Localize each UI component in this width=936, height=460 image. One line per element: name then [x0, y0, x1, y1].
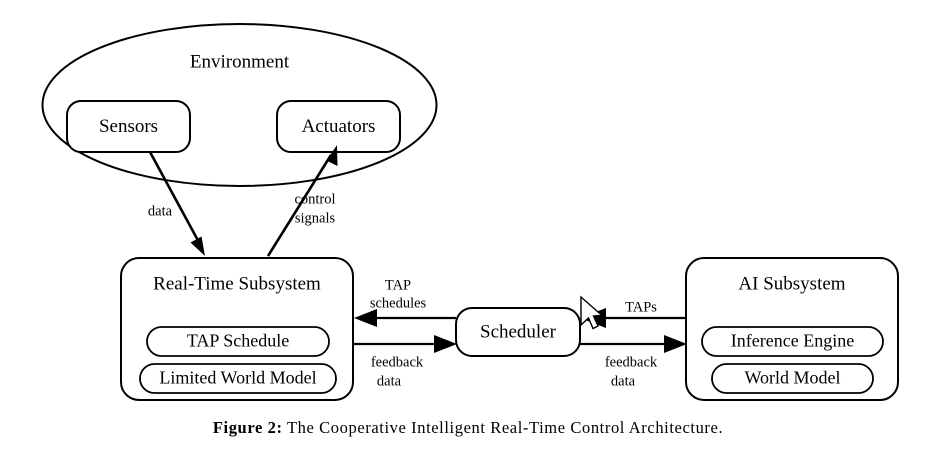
sensors-box[interactable]	[66, 100, 191, 153]
scheduler-box[interactable]	[455, 307, 581, 357]
edge-scheduler-to-ai[interactable]	[580, 335, 687, 353]
edge-rts-to-actuators[interactable]	[266, 145, 338, 257]
edge-label-schedules: schedules	[370, 295, 427, 311]
ai-subsystem-label: AI Subsystem	[738, 273, 845, 294]
world-model-pill[interactable]	[711, 363, 874, 394]
edge-label-taps: TAPs	[625, 299, 657, 315]
arrowhead-right-to-scheduler	[434, 335, 457, 353]
real-time-subsystem-label: Real-Time Subsystem	[153, 273, 321, 294]
world-model-label: World Model	[744, 368, 840, 388]
edge-label-data-right: data	[611, 373, 636, 389]
inference-engine-pill[interactable]	[701, 326, 884, 357]
edge-label-feedback-right: feedback	[605, 354, 658, 370]
caption-text: The Cooperative Intelligent Real-Time Co…	[286, 418, 724, 437]
edge-label-data: data	[148, 203, 173, 219]
edge-scheduler-to-rts[interactable]	[354, 309, 456, 327]
limited-world-model-label: Limited World Model	[159, 368, 316, 388]
scheduler-label: Scheduler	[480, 321, 557, 342]
sensors-label: Sensors	[99, 116, 158, 137]
edge-label-tap: TAP	[385, 277, 411, 293]
edge-rts-to-scheduler[interactable]	[354, 335, 457, 353]
arrowhead-up-to-actuators	[326, 145, 338, 166]
arrowhead-left-to-rts	[354, 309, 377, 327]
actuators-box[interactable]	[276, 100, 401, 153]
mouse-pointer-icon	[580, 295, 604, 330]
arrowhead-right-to-ai	[664, 335, 687, 353]
tap-schedule-label: TAP Schedule	[187, 331, 289, 351]
edge-label-control: control	[294, 191, 335, 207]
inference-engine-label: Inference Engine	[731, 331, 854, 351]
actuators-label: Actuators	[302, 116, 376, 137]
edge-label-feedback-left: feedback	[371, 354, 424, 370]
tap-schedule-pill[interactable]	[146, 326, 330, 357]
limited-world-model-pill[interactable]	[139, 363, 337, 394]
environment-label: Environment	[190, 51, 290, 72]
arrowhead-down-to-rts	[190, 236, 205, 256]
edge-label-signals: signals	[295, 210, 336, 226]
caption-label: Figure 2:	[212, 418, 283, 437]
figure-caption: Figure 2: The Cooperative Intelligent Re…	[0, 418, 936, 438]
edge-label-data-left: data	[377, 373, 402, 389]
edge-sensors-to-rts[interactable]	[148, 151, 205, 256]
